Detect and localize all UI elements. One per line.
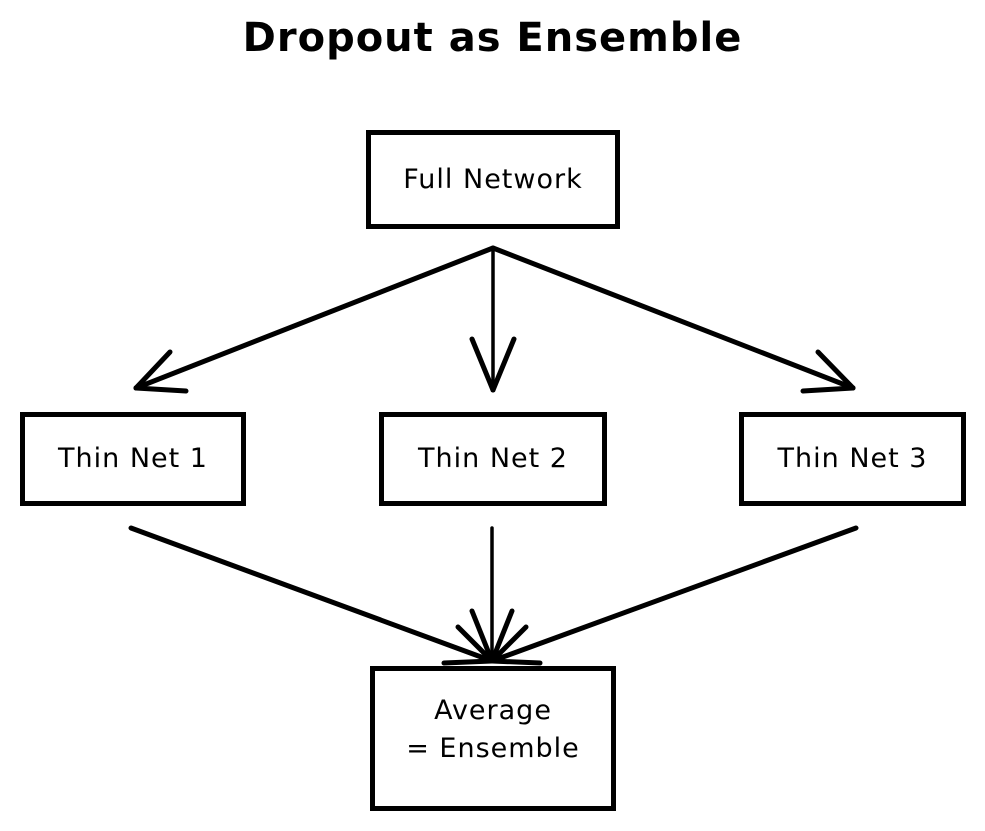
arrow-thin-net-3-to-average <box>489 525 859 666</box>
arrow-thin-net-1-to-average <box>128 525 495 666</box>
arrow-full-network-to-thin-net-1 <box>133 245 496 394</box>
node-thin-net-3-label: Thin Net 3 <box>777 443 928 474</box>
page-title: Dropout as Ensemble <box>242 15 743 61</box>
node-full-network: Full Network <box>366 130 620 229</box>
node-full-network-label: Full Network <box>403 163 583 195</box>
node-thin-net-1-label: Thin Net 1 <box>58 443 208 474</box>
node-thin-net-2: Thin Net 2 <box>379 412 607 506</box>
arrow-thin-net-2-to-average <box>469 526 515 664</box>
node-thin-net-1: Thin Net 1 <box>20 412 246 506</box>
arrow-full-network-to-thin-net-2 <box>469 246 517 393</box>
node-thin-net-2-label: Thin Net 2 <box>418 443 568 474</box>
arrow-full-network-to-thin-net-3 <box>490 245 856 394</box>
node-average-label-line2: = Ensemble <box>406 732 580 764</box>
node-average-label-line1: Average <box>434 694 552 726</box>
node-average-ensemble: Average = Ensemble <box>370 666 616 811</box>
node-thin-net-3: Thin Net 3 <box>739 412 966 506</box>
